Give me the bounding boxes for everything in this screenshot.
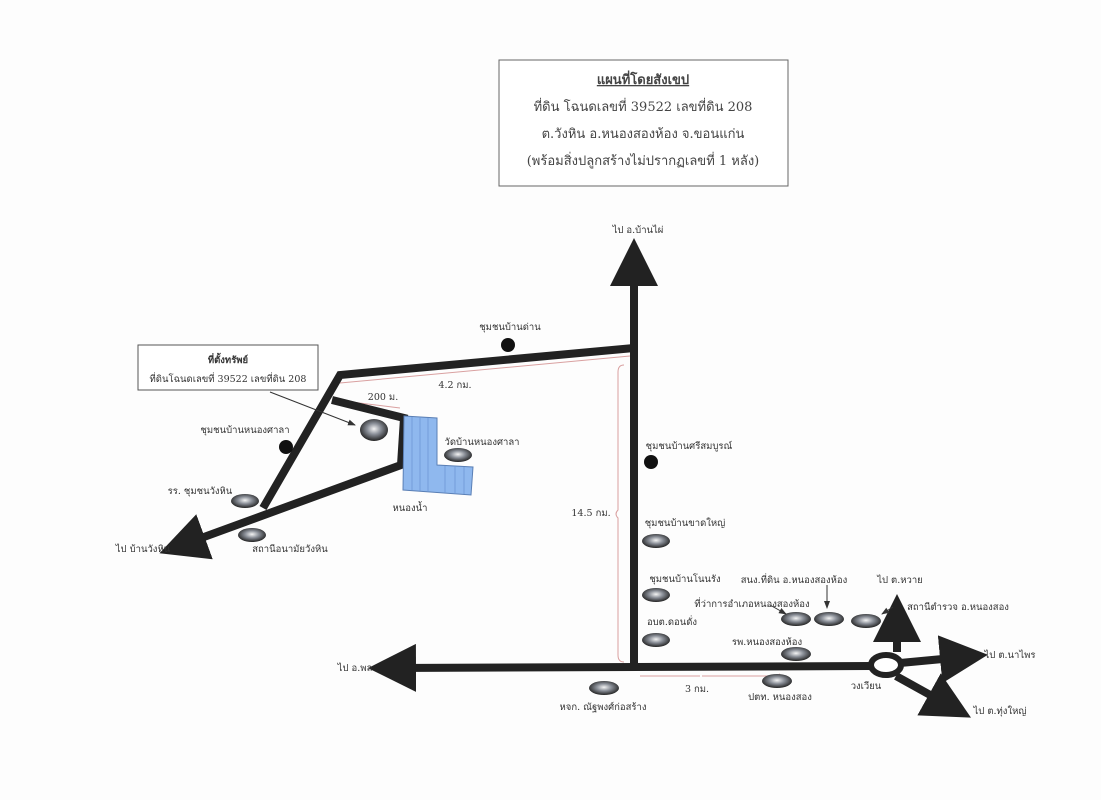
community-dot-si-somboon [644,455,658,469]
label-west: ไป อ.พล [337,662,373,674]
label-to-southeast: ไป ต.ทุ่งใหญ่ [973,705,1027,717]
school-marker [231,494,259,508]
community-dot-nong-sala [279,440,293,454]
property-callout: ที่ตั้งทรัพย์ ที่ดินโฉนดเลขที่ 39522 เลข… [137,344,356,426]
label-police: สถานีตำรวจ อ.หนองสอง [907,601,1009,613]
dimension-line-3km [640,673,781,677]
property-lot [402,415,474,496]
title-line-2: ต.วังหิน อ.หนองสองห้อง จ.ขอนแก่น [542,127,745,142]
label-school: รร. ชุมชนวังหิน [168,486,233,497]
property-heading: ที่ตั้งทรัพย์ [208,352,248,366]
label-obt: อบต.ดอนดั่ง [647,615,697,628]
title-box: แผนที่โดยสังเขป ที่ดิน โฉนดเลขที่ 39522 … [498,59,789,187]
label-ban-dan: ชุมชนบ้านด่าน [479,322,541,333]
label-roundabout: วงเวียน [851,680,882,692]
district-office-marker [781,612,811,626]
label-200m: 200 ม. [368,392,398,403]
label-to-naphai: ไป ต.นาไพร [984,649,1036,661]
label-contractor: หจก. ณัฐพงศ์ก่อสร้าง [560,701,647,713]
label-4-2km: 4.2 กม. [438,380,471,391]
roads [159,238,988,718]
label-district-office: ที่ว่าการอำเภอหนองสองห้อง [694,597,809,610]
road-southeast [894,672,971,718]
title-line-3: (พร้อมสิ่งปลูกสร้างไม่ปรากฏเลขที่ 1 หลัง… [527,152,760,169]
label-nong-sala: ชุมชนบ้านหนองศาลา [200,425,289,436]
label-southwest: ไป บ้านวังหิน [115,543,171,555]
non-rang-marker [642,588,670,602]
lot-hatching [411,417,465,494]
label-land-office: สนง.ที่ดิน อ.หนองสองห้อง [741,573,847,586]
road-to-naphai [899,635,988,684]
title-line-1: ที่ดิน โฉนดเลขที่ 39522 เลขที่ดิน 208 [534,98,753,115]
label-hospital: รพ.หนองสองห้อง [732,637,802,648]
labels: ไป อ.บ้านไผ่ ชุมชนบ้านด่าน 4.2 กม. 200 ม… [115,224,1036,717]
label-khat-yai: ชุมชนบ้านขาดใหญ่ [645,517,726,529]
label-to-huai: ไป ต.หวาย [876,574,923,586]
label-wat-nong-sala: วัดบ้านหนองศาลา [445,437,520,448]
label-non-rang: ชุมชนบ้านโนนรัง [649,573,720,585]
health-station-marker [238,528,266,542]
road-to-property [159,396,409,560]
ptt-marker [762,674,792,688]
road-west [368,643,873,692]
map-title: แผนที่โดยสังเขป [597,70,689,88]
label-health-station: สถานีอนามัยวังหิน [252,543,328,555]
label-14-5km: 14.5 กม. [571,508,610,519]
contractor-marker [589,681,619,695]
label-north: ไป อ.บ้านไผ่ [612,224,664,236]
road-upper [259,344,635,511]
label-3km: 3 กม. [685,684,709,695]
label-pond: หนองน้ำ [393,501,428,514]
obt-marker [642,633,670,647]
hospital-marker [781,647,811,661]
community-dot-ban-dan [501,338,515,352]
property-marker [360,419,388,441]
temple-marker [444,448,472,462]
markers [231,338,894,695]
label-si-somboon: ชุมชนบ้านศรีสมบูรณ์ [646,440,733,452]
police-marker [851,614,881,628]
property-detail: ที่ดินโฉนดเลขที่ 39522 เลขที่ดิน 208 [150,372,307,385]
khat-yai-marker [642,534,670,548]
label-ptt: ปตท. หนองสอง [748,692,812,703]
dimension-line-4-2km [339,355,631,384]
dimension-line-14-5km [615,364,625,663]
land-office-marker [814,612,844,626]
roundabout-shape [868,652,904,678]
